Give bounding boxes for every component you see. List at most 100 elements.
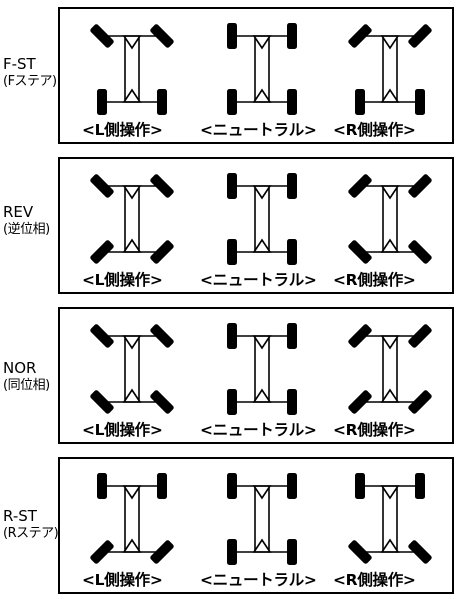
front-right-wheel [287,323,297,349]
mode-row-f-st: F-ST (Fステア) <L側操作> <ニュートラル> <R側操作> [0,7,458,147]
rear-right-wheel [150,390,174,414]
mode-label: NOR (同位相) [3,359,61,394]
caption-left-op: <L側操作> [82,271,163,289]
caption-neutral: <ニュートラル> [200,121,317,139]
rear-left-wheel [227,239,237,265]
mode-subtitle: (Rステア) [3,526,59,541]
chassis-frame [236,185,288,253]
front-right-wheel [287,173,297,199]
rear-right-wheel [287,89,297,115]
mode-frame: <L側操作> <ニュートラル> <R側操作> [58,307,454,444]
mode-subtitle: (逆位相) [3,222,50,237]
chassis-left-op [90,469,174,569]
chassis-frame [106,185,158,253]
mode-row-rev: REV (逆位相) <L側操作> <ニュートラル> <R側操作> [0,157,458,297]
rear-left-wheel [227,89,237,115]
chassis-frame [364,335,416,403]
front-left-wheel [97,473,107,499]
chassis-neutral [220,169,304,269]
rear-left-wheel [227,389,237,415]
mode-frame: <L側操作> <ニュートラル> <R側操作> [58,157,454,294]
caption-left-op: <L側操作> [82,571,163,589]
front-left-wheel [348,24,372,48]
mode-row-nor: NOR (同位相) <L側操作> <ニュートラル> <R側操作> [0,307,458,447]
chassis-frame [236,35,288,103]
rear-left-wheel [227,539,237,565]
front-right-wheel [287,473,297,499]
caption-right-op: <R側操作> [333,271,416,289]
chassis-frame [236,485,288,553]
rear-right-wheel [287,539,297,565]
rear-left-wheel [90,390,114,414]
rear-right-wheel [408,540,432,564]
mode-code: R-ST [3,507,37,525]
mode-label: F-ST (Fステア) [3,55,61,90]
front-left-wheel [227,323,237,349]
chassis-frame [106,35,158,103]
rear-right-wheel [150,240,174,264]
front-right-wheel [157,473,167,499]
front-left-wheel [348,324,372,348]
front-right-wheel [408,324,432,348]
chassis-frame [106,335,158,403]
caption-neutral: <ニュートラル> [200,271,317,289]
chassis-right-op [348,469,432,569]
front-right-wheel [150,174,174,198]
rear-right-wheel [408,240,432,264]
mode-subtitle: (同位相) [3,378,50,393]
front-left-wheel [90,24,114,48]
chassis-neutral [220,19,304,119]
rear-left-wheel [90,240,114,264]
mode-label: R-ST (Rステア) [3,507,61,542]
mode-label: REV (逆位相) [3,203,61,238]
chassis-frame [106,485,158,553]
rear-left-wheel [348,540,372,564]
front-left-wheel [227,173,237,199]
mode-subtitle: (Fステア) [3,74,57,89]
chassis-frame [364,35,416,103]
front-right-wheel [150,24,174,48]
front-right-wheel [415,473,425,499]
caption-left-op: <L側操作> [82,421,163,439]
chassis-right-op [348,19,432,119]
front-left-wheel [227,23,237,49]
chassis-frame [364,485,416,553]
rear-left-wheel [348,390,372,414]
caption-left-op: <L側操作> [82,121,163,139]
rear-right-wheel [287,239,297,265]
front-left-wheel [355,473,365,499]
chassis-left-op [90,169,174,269]
front-left-wheel [348,174,372,198]
caption-neutral: <ニュートラル> [200,571,317,589]
front-left-wheel [90,324,114,348]
rear-left-wheel [90,540,114,564]
caption-right-op: <R側操作> [333,121,416,139]
front-right-wheel [408,24,432,48]
rear-right-wheel [150,540,174,564]
chassis-right-op [348,169,432,269]
chassis-left-op [90,19,174,119]
chassis-frame [364,185,416,253]
caption-neutral: <ニュートラル> [200,421,317,439]
rear-right-wheel [415,89,425,115]
chassis-neutral [220,319,304,419]
front-right-wheel [287,23,297,49]
front-left-wheel [227,473,237,499]
rear-right-wheel [408,390,432,414]
mode-code: F-ST [3,55,36,73]
mode-frame: <L側操作> <ニュートラル> <R側操作> [58,457,454,594]
chassis-right-op [348,319,432,419]
mode-code: REV [3,203,34,221]
rear-right-wheel [157,89,167,115]
rear-right-wheel [287,389,297,415]
mode-frame: <L側操作> <ニュートラル> <R側操作> [58,7,454,144]
chassis-neutral [220,469,304,569]
caption-right-op: <R側操作> [333,571,416,589]
mode-code: NOR [3,359,37,377]
rear-left-wheel [355,89,365,115]
mode-row-r-st: R-ST (Rステア) <L側操作> <ニュートラル> <R側操作> [0,457,458,597]
rear-left-wheel [348,240,372,264]
chassis-frame [236,335,288,403]
front-right-wheel [150,324,174,348]
rear-left-wheel [97,89,107,115]
